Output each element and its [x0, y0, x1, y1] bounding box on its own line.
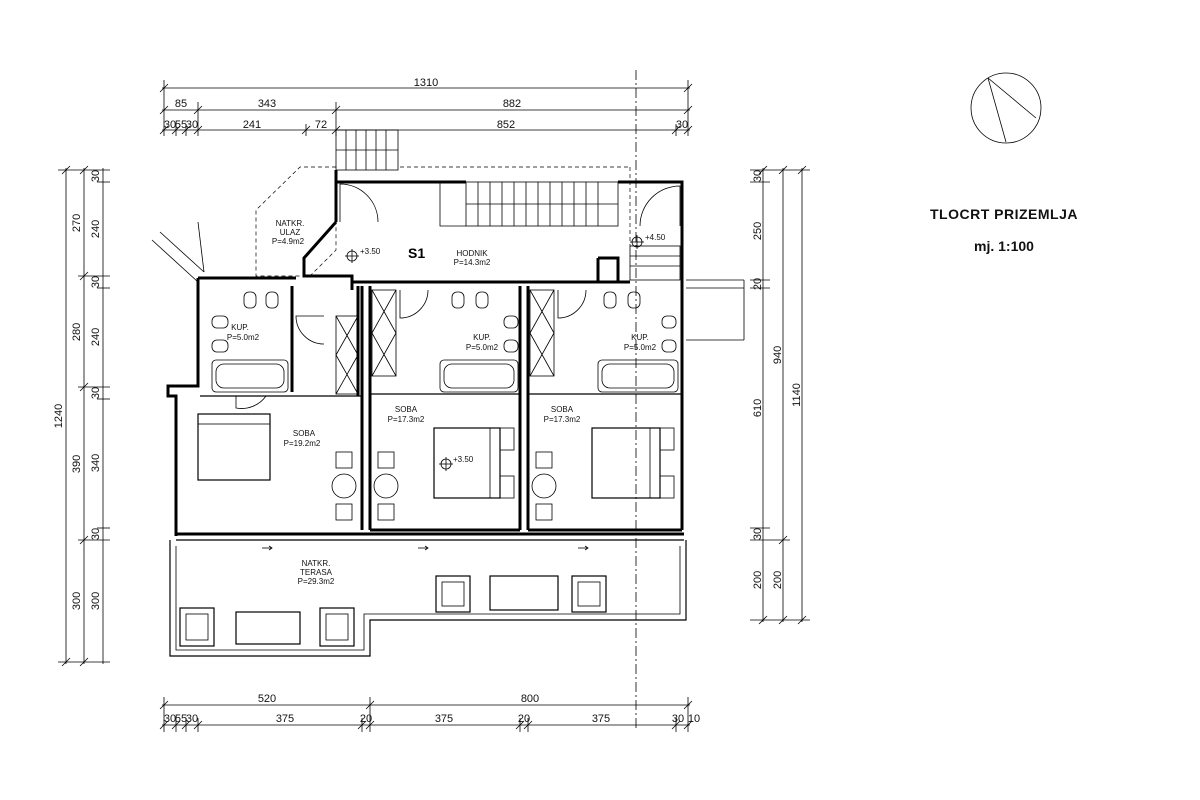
dim-top-30a: 30 [164, 119, 176, 131]
dim-right-610: 610 [752, 399, 764, 417]
dim-top-30c: 30 [676, 119, 688, 131]
staircase-upper-left [335, 129, 399, 171]
room3-name: SOBA [551, 405, 574, 414]
dim-top-72: 72 [315, 119, 327, 131]
dim-left-240b: 240 [90, 328, 102, 346]
hall-area: P=14.3m2 [454, 258, 491, 267]
dim-bottom-20b: 20 [518, 713, 530, 725]
dim-bottom-30a: 30 [164, 713, 176, 725]
dim-left-300b: 300 [90, 592, 102, 610]
dim-top-852: 852 [497, 119, 515, 131]
entry-name1: NATKR. [276, 219, 305, 228]
dim-left-390: 390 [71, 455, 83, 473]
dim-top-total: 1310 [414, 77, 438, 89]
hall-name: HODNIK [456, 249, 488, 258]
terrace-name2: TERASA [300, 568, 333, 577]
entry-area: P=4.9m2 [272, 237, 305, 246]
dim-right-20: 20 [752, 278, 764, 290]
dim-bottom-30c: 30 [672, 713, 684, 725]
dim-bottom-30b: 30 [186, 713, 198, 725]
room3-area: P=17.3m2 [544, 415, 581, 424]
dim-left-300: 300 [71, 592, 83, 610]
dim-right-940: 940 [772, 346, 784, 364]
bath1-name: KUP. [231, 323, 249, 332]
dim-bottom-375b: 375 [435, 713, 453, 725]
terrace-area: P=29.3m2 [298, 577, 335, 586]
level-stair: +4.50 [645, 233, 666, 242]
bath1-area: P=5.0m2 [227, 333, 260, 342]
level-room2: +3.50 [453, 455, 474, 464]
room1-name: SOBA [293, 429, 316, 438]
left-dimensions: 1240 270 280 390 300 30 240 30 240 30 34… [53, 165, 110, 667]
dim-bottom-520: 520 [258, 693, 276, 705]
dim-right-30b: 30 [752, 528, 764, 540]
dim-bottom-375c: 375 [592, 713, 610, 725]
room2-area: P=17.3m2 [388, 415, 425, 424]
bathroom-fixtures [211, 291, 679, 393]
dim-bottom-20a: 20 [360, 713, 372, 725]
dim-left-270: 270 [71, 214, 83, 232]
dim-right-30a: 30 [752, 170, 764, 182]
bedroom-furniture [197, 413, 675, 521]
level-hall: +3.50 [360, 247, 381, 256]
dim-left-30d: 30 [90, 528, 102, 540]
dim-left-total: 1240 [53, 404, 65, 428]
top-dimensions: 1310 85 343 882 30 55 30 241 72 852 30 [159, 77, 693, 136]
dim-left-340: 340 [90, 454, 102, 472]
terrace-name1: NATKR. [302, 559, 331, 568]
terrace-furniture [179, 545, 607, 647]
dim-left-30c: 30 [90, 387, 102, 399]
staircase-main [439, 181, 681, 281]
dim-left-280: 280 [71, 323, 83, 341]
dim-bottom-10: 10 [688, 713, 700, 725]
dim-top-85: 85 [175, 98, 187, 110]
dim-top-882: 882 [503, 98, 521, 110]
dim-right-200a: 200 [752, 571, 764, 589]
dim-left-30b: 30 [90, 276, 102, 288]
bottom-dimensions: 520 800 30 55 30 375 20 375 20 375 30 10 [159, 693, 700, 732]
dim-left-240a: 240 [90, 220, 102, 238]
bath2-name: KUP. [473, 333, 491, 342]
dim-top-30b: 30 [186, 119, 198, 131]
dim-right-250: 250 [752, 222, 764, 240]
dim-bottom-55: 55 [175, 713, 187, 725]
doors [235, 183, 681, 409]
entry-name2: ULAZ [280, 228, 301, 237]
dim-bottom-375a: 375 [276, 713, 294, 725]
dim-bottom-800: 800 [521, 693, 539, 705]
dim-top-343: 343 [258, 98, 276, 110]
north-arrow-icon [970, 72, 1042, 144]
room2-name: SOBA [395, 405, 418, 414]
dim-right-200b: 200 [772, 571, 784, 589]
dim-top-55: 55 [175, 119, 187, 131]
bath3-area: P=5.0m2 [624, 343, 657, 352]
level-markers [345, 235, 644, 471]
wardrobes [335, 289, 555, 395]
dim-right-total: 1140 [791, 383, 803, 407]
drawing-scale: mj. 1:100 [974, 238, 1034, 254]
right-dimensions: 30 250 20 610 30 200 940 200 1140 [750, 165, 810, 625]
building-outline [151, 166, 745, 657]
room1-area: P=19.2m2 [284, 439, 321, 448]
dim-left-30a: 30 [90, 170, 102, 182]
drawing-title: TLOCRT PRIZEMLJA [930, 206, 1078, 222]
dim-top-241: 241 [243, 119, 261, 131]
unit-label: S1 [408, 245, 425, 261]
bath3-name: KUP. [631, 333, 649, 342]
bath2-area: P=5.0m2 [466, 343, 499, 352]
